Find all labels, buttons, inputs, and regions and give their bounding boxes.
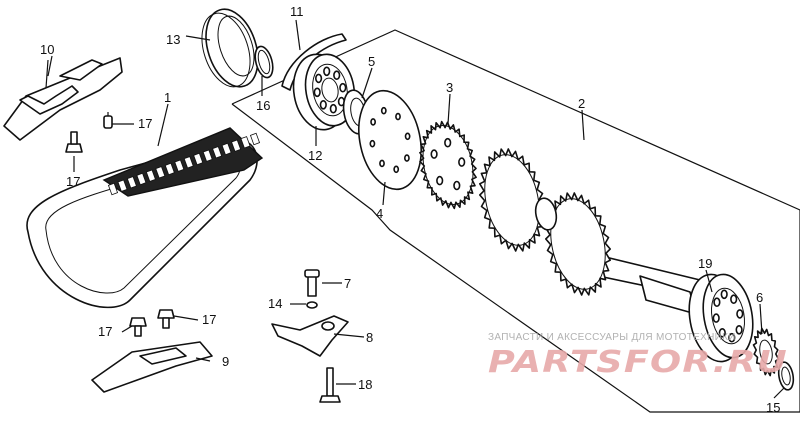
chain-link [126, 176, 137, 189]
callout-10: 10 [40, 42, 54, 57]
chain-link [164, 162, 175, 176]
bolt-17-d [157, 309, 175, 329]
callouts: 10 13 11 5 16 12 3 4 2 1 17 17 7 14 8 17… [40, 4, 780, 415]
bearing-ball [713, 297, 721, 308]
bearing-ball [333, 70, 341, 80]
callout-14: 14 [268, 296, 282, 311]
bearing-ball [736, 309, 744, 319]
part-10-chain-guide [3, 57, 123, 141]
plate-slots [369, 106, 411, 174]
bolt-17-a [103, 112, 113, 129]
chain-link [174, 159, 185, 172]
plate-slot [404, 132, 411, 141]
callout-17-lower-right: 17 [202, 312, 216, 327]
bearing-ball [319, 100, 327, 110]
callout-6: 6 [756, 290, 763, 305]
part-6-small-gear [752, 327, 780, 377]
callout-12: 12 [308, 148, 322, 163]
chain-link [240, 136, 251, 149]
callout-13: 13 [166, 32, 180, 47]
part-4-damper-plate [358, 89, 422, 191]
chain-link [117, 179, 128, 192]
sprocket-hole [458, 157, 466, 167]
chain-link [221, 142, 232, 156]
chain-link [145, 169, 156, 182]
sprocket-holes [430, 137, 466, 191]
callout-7: 7 [344, 276, 351, 291]
chain-link [202, 149, 213, 162]
part-3-sprocket [419, 120, 477, 210]
part-2-gear-shaft [479, 148, 713, 315]
bearing-ball [728, 332, 736, 343]
sprocket-hole [444, 137, 452, 148]
callout-4: 4 [376, 206, 383, 221]
bearing-ball [735, 324, 743, 335]
callout-1: 1 [164, 90, 171, 105]
sprocket-hole [436, 175, 444, 186]
leader-lines [47, 19, 785, 399]
plate-slot [370, 118, 376, 126]
plate-slot [393, 165, 400, 174]
bearing-ball [712, 313, 720, 323]
bearing-ball [329, 103, 337, 114]
callout-11: 11 [290, 4, 304, 19]
part-7-bolt [304, 269, 320, 297]
bearing-ball [720, 289, 728, 300]
bearing-ball [339, 82, 347, 93]
bearing-ball [730, 294, 738, 305]
chain-link [183, 156, 194, 169]
bearing-balls [712, 289, 744, 343]
bolt-17-b [65, 131, 83, 153]
bearing-ball [313, 87, 321, 98]
callout-17-top: 17 [138, 116, 152, 131]
callout-17-left: 17 [66, 174, 80, 189]
bearing-ball [718, 327, 726, 338]
callout-19: 19 [698, 256, 712, 271]
watermark-tagline: ЗАПЧАСТИ И АКСЕССУАРЫ ДЛЯ МОТОТЕХНИКИ [488, 332, 736, 343]
sprocket-hole [430, 149, 438, 159]
callout-9: 9 [222, 354, 229, 369]
plate-slot [380, 106, 387, 115]
callout-8: 8 [366, 330, 373, 345]
assembly-outline [231, 29, 800, 413]
callout-18: 18 [358, 377, 372, 392]
plate-slot [369, 139, 376, 148]
callout-2: 2 [578, 96, 585, 111]
bolt-17-c [129, 317, 147, 337]
callout-5: 5 [368, 54, 375, 69]
plate-slot [403, 154, 410, 162]
plate-slot [395, 112, 401, 121]
chain-links [107, 132, 261, 196]
watermark-brand: PARTSFOR.RU [488, 345, 788, 380]
bearing-ball [323, 66, 331, 77]
part-14-washer [306, 301, 318, 309]
bearing-balls [313, 66, 347, 114]
part-8-bracket [271, 315, 349, 357]
part-18-bolt [319, 367, 341, 403]
chain-link [155, 166, 166, 179]
part-12-bearing [292, 53, 356, 131]
chain-link [136, 172, 147, 186]
callout-3: 3 [446, 80, 453, 95]
chain-link [212, 146, 223, 159]
sprocket-hole [453, 180, 461, 191]
part-13-outer-ring [201, 8, 259, 88]
chain-link [231, 139, 242, 152]
chain-link [249, 132, 261, 146]
part-16-circlip [254, 45, 274, 79]
plate-slot [379, 159, 385, 168]
part-1-drive-chain [26, 127, 264, 309]
bearing-ball [315, 73, 323, 84]
watermark: ЗАПЧАСТИ И АКСЕССУАРЫ ДЛЯ МОТОТЕХНИКИ PA… [488, 332, 788, 380]
callout-17-lower-left: 17 [98, 324, 112, 339]
part-19-bearing [688, 273, 754, 363]
part-15-circlip [777, 361, 795, 391]
part-9-chain-guide [91, 341, 213, 393]
callout-16: 16 [256, 98, 270, 113]
chain-link [193, 152, 204, 166]
callout-15: 15 [766, 400, 780, 415]
chain-link [107, 182, 119, 196]
